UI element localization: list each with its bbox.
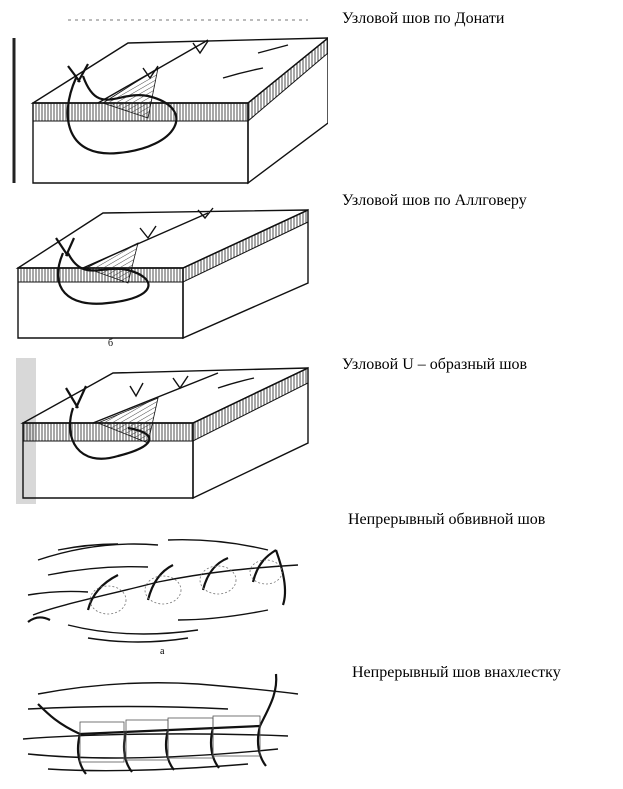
- caption-allgower: Узловой шов по Аллговеру: [342, 192, 527, 209]
- caption-continuous-lock: Непрерывный шов внахлестку: [352, 664, 561, 681]
- figure-u-shaped-suture: [8, 358, 328, 504]
- caption-continuous-overcasting: Непрерывный обвивной шов: [348, 511, 546, 528]
- figure-continuous-lock-suture: [8, 664, 328, 786]
- figure-continuous-overcasting-suture: а: [8, 520, 328, 660]
- figure-letter-b: б: [108, 338, 113, 348]
- figure-donati-suture: [8, 8, 328, 188]
- figure-letter-a: а: [160, 646, 165, 657]
- caption-donati: Узловой шов по Донати: [342, 10, 505, 27]
- figure-allgower-suture: б: [8, 198, 328, 348]
- caption-u-shaped: Узловой U – образный шов: [342, 356, 528, 373]
